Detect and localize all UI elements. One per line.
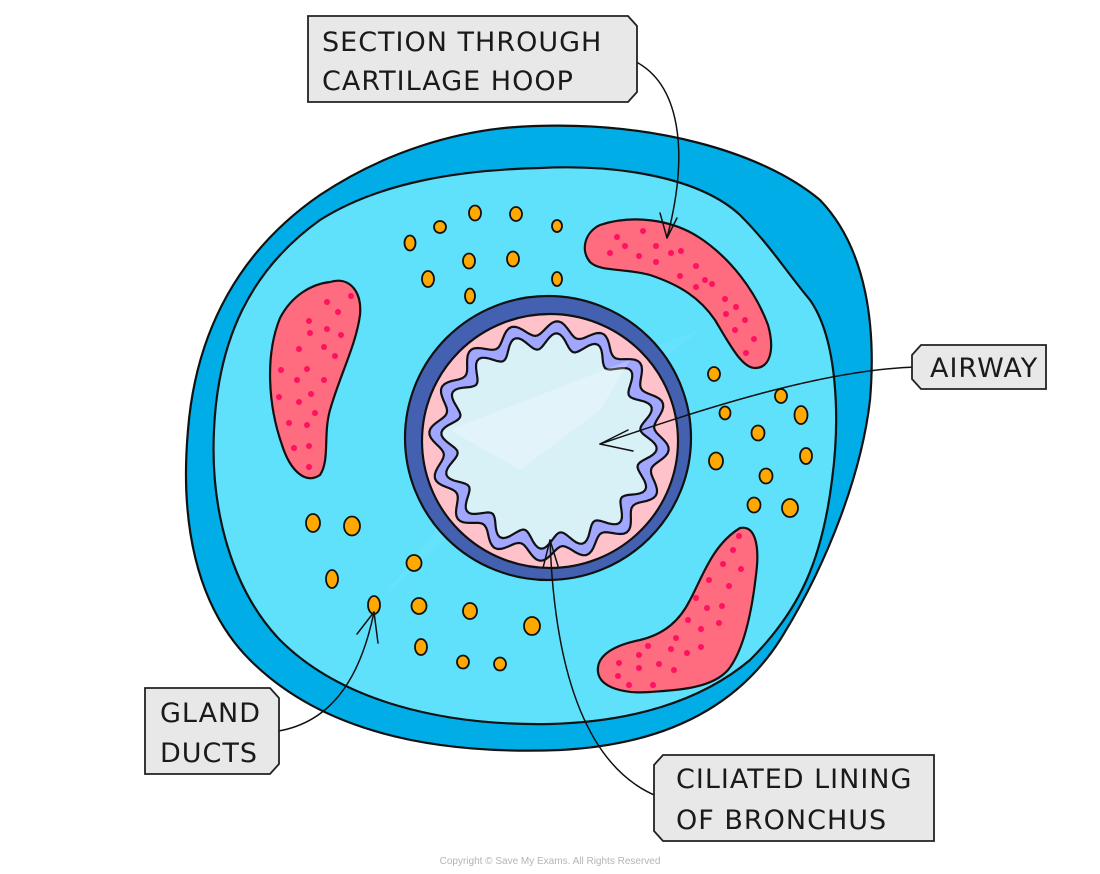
label-line: GLAND — [160, 698, 261, 729]
label-line: CILIATED LINING — [676, 764, 912, 795]
glands — [305, 204, 813, 672]
label-line: CARTILAGE HOOP — [322, 66, 574, 97]
label-line: SECTION THROUGH — [322, 27, 602, 58]
lumen-sheen — [450, 360, 630, 470]
cartilage-plate-top-right — [583, 218, 773, 370]
copyright-text: Copyright © Save My Exams. All Rights Re… — [440, 856, 661, 867]
label-airway: AIRWAY — [911, 344, 1047, 390]
label-line: AIRWAY — [930, 353, 1038, 384]
cartilage-plate-left — [269, 279, 362, 480]
label-line: OF BRONCHUS — [676, 805, 887, 836]
label-ciliated-lining: CILIATED LINING OF BRONCHUS — [653, 754, 935, 842]
cartilage-plate-bottom-right — [596, 526, 759, 694]
label-gland-ducts: GLAND DUCTS — [144, 687, 280, 775]
airway-lumen — [440, 332, 658, 550]
label-cartilage-hoop: SECTION THROUGH CARTILAGE HOOP — [307, 15, 638, 103]
cartilage-dots — [276, 293, 354, 470]
label-line: DUCTS — [160, 738, 258, 769]
